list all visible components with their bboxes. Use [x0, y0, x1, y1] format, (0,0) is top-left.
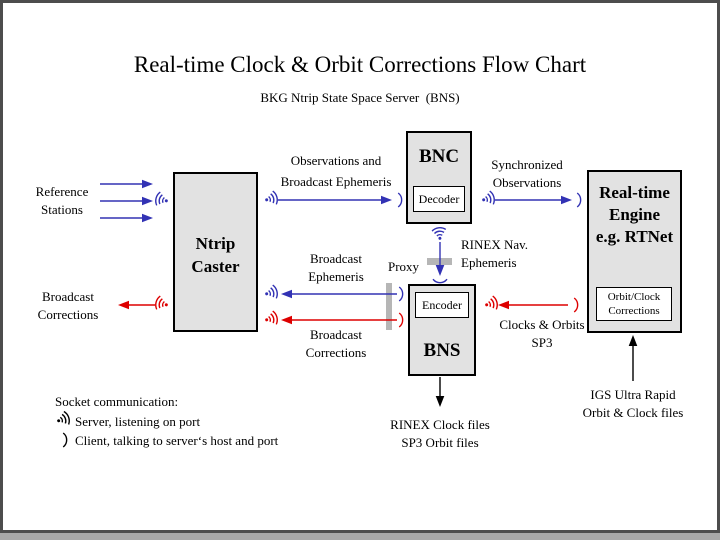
orbit-clock-line1: Orbit/Clock — [607, 291, 661, 303]
rinex-clock-files-line1: RINEX Clock files — [390, 417, 490, 432]
socket-client-paren-icon — [397, 192, 403, 208]
proxy-bar-vertical — [386, 283, 392, 330]
page-subtitle: BKG Ntrip State Space Server (BNS) — [260, 90, 460, 105]
socket-server-waves-icon — [431, 226, 448, 242]
rt-engine-line2: Engine — [608, 205, 661, 224]
label-clocks-orbits-sp3: Clocks & Orbits SP3 — [492, 316, 592, 352]
ntrip-caster-line2: Caster — [191, 257, 240, 276]
clocks-orbits-line2: SP3 — [531, 335, 553, 350]
rinex-clock-files-line2: SP3 Orbit files — [401, 435, 479, 450]
socket-client-paren-icon — [398, 312, 404, 328]
socket-client-paren-icon — [576, 192, 582, 208]
ntrip-caster-line1: Ntrip — [195, 234, 236, 253]
label-rinex-clock-files: RINEX Clock files SP3 Orbit files — [380, 416, 500, 452]
reference-stations-line2: Stations — [41, 202, 83, 217]
bnc-label: BNC — [418, 146, 460, 167]
arrowhead-reference-3 — [142, 213, 153, 223]
node-bnc: BNC Decoder — [406, 131, 472, 224]
legend-title: Socket communication: — [55, 394, 179, 409]
socket-client-paren-icon — [398, 286, 404, 302]
label-broadcast-corrections-mid: Broadcast Corrections — [286, 326, 386, 362]
arrowhead-observations — [381, 195, 392, 205]
legend-socket-client-paren-icon — [62, 432, 68, 448]
legend-socket-server-waves-icon — [54, 409, 72, 429]
socket-server-waves-icon — [262, 309, 280, 328]
synchronized-line2: Observations — [492, 175, 562, 190]
orbit-clock-label: Orbit/Clock Corrections — [597, 290, 671, 318]
socket-server-waves-icon — [479, 189, 497, 208]
orbit-clock-line2: Corrections — [608, 305, 660, 317]
label-broadcast-corrections-left: Broadcast Corrections — [13, 288, 123, 324]
label-rinex-nav-ephemeris: RINEX Nav. Ephemeris — [461, 236, 551, 272]
legend-server-text: Server, listening on port — [75, 414, 201, 429]
ntrip-caster-label: Ntrip Caster — [175, 232, 256, 278]
socket-server-waves-icon — [153, 294, 171, 313]
arrowhead-clocks-orbits — [498, 300, 509, 310]
synchronized-line1: Synchronized — [491, 157, 563, 172]
rt-engine-line1: Real-time — [599, 183, 670, 202]
arrowhead-reference-1 — [142, 179, 153, 189]
subbox-decoder: Decoder — [413, 186, 465, 212]
node-rt-engine: Real-time Engine e.g. RTNet Orbit/Clock … — [587, 170, 682, 333]
arrowhead-synchronized — [561, 195, 572, 205]
page-title: Real-time Clock & Orbit Corrections Flow… — [133, 52, 587, 77]
socket-server-waves-icon — [482, 294, 500, 313]
broadcast-ephemeris-line2: Ephemeris — [308, 269, 364, 284]
clocks-orbits-line1: Clocks & Orbits — [499, 317, 585, 332]
rinex-nav-line1: RINEX Nav. — [461, 237, 529, 252]
bns-label: BNS — [423, 340, 461, 361]
proxy-bar-horizontal — [427, 258, 452, 265]
socket-server-waves-icon — [262, 283, 280, 302]
encoder-label: Encoder — [422, 297, 462, 312]
arrowhead-igs-input — [628, 335, 638, 346]
subbox-orbit-clock: Orbit/Clock Corrections — [596, 287, 672, 321]
arrowhead-broadcast-corrections-mid — [281, 315, 292, 325]
arrowhead-bns-output — [435, 396, 445, 407]
subbox-encoder: Encoder — [415, 292, 469, 318]
bc-mid-line2: Corrections — [305, 345, 367, 360]
rt-engine-line3: e.g. RTNet — [595, 227, 674, 246]
bc-left-line2: Corrections — [37, 307, 99, 322]
label-reference-stations: Reference Stations — [18, 183, 106, 219]
label-proxy: Proxy — [388, 259, 420, 274]
node-ntrip-caster: Ntrip Caster — [173, 172, 258, 332]
observations-line1: Observations and — [290, 153, 382, 168]
socket-client-paren-icon — [573, 297, 579, 313]
legend-client-text: Client, talking to server‘s host and por… — [75, 433, 279, 448]
reference-stations-line1: Reference — [35, 184, 89, 199]
igs-line2: Orbit & Clock files — [582, 405, 684, 420]
arrowhead-reference-2 — [142, 196, 153, 206]
decoder-label: Decoder — [418, 191, 460, 206]
label-synchronized-observations: Synchronized Observations — [477, 156, 577, 192]
socket-server-waves-icon — [262, 189, 280, 208]
label-igs-ultra-rapid: IGS Ultra Rapid Orbit & Clock files — [572, 386, 694, 422]
label-observations: Observations and Broadcast Ephemeris — [257, 150, 415, 192]
bc-mid-line1: Broadcast — [310, 327, 362, 342]
rt-engine-label: Real-time Engine e.g. RTNet — [589, 182, 680, 248]
arrowhead-broadcast-ephemeris — [281, 289, 292, 299]
socket-server-waves-icon — [153, 190, 171, 209]
rinex-nav-line2: Ephemeris — [461, 255, 517, 270]
socket-client-paren-icon — [432, 278, 448, 284]
observations-line2: Broadcast Ephemeris — [280, 174, 392, 189]
broadcast-ephemeris-line1: Broadcast — [310, 251, 362, 266]
igs-line1: IGS Ultra Rapid — [590, 387, 676, 402]
arrowhead-rinex-nav — [435, 265, 445, 276]
bc-left-line1: Broadcast — [42, 289, 94, 304]
node-bns: Encoder BNS — [408, 284, 476, 376]
label-broadcast-ephemeris: Broadcast Ephemeris — [286, 250, 386, 286]
